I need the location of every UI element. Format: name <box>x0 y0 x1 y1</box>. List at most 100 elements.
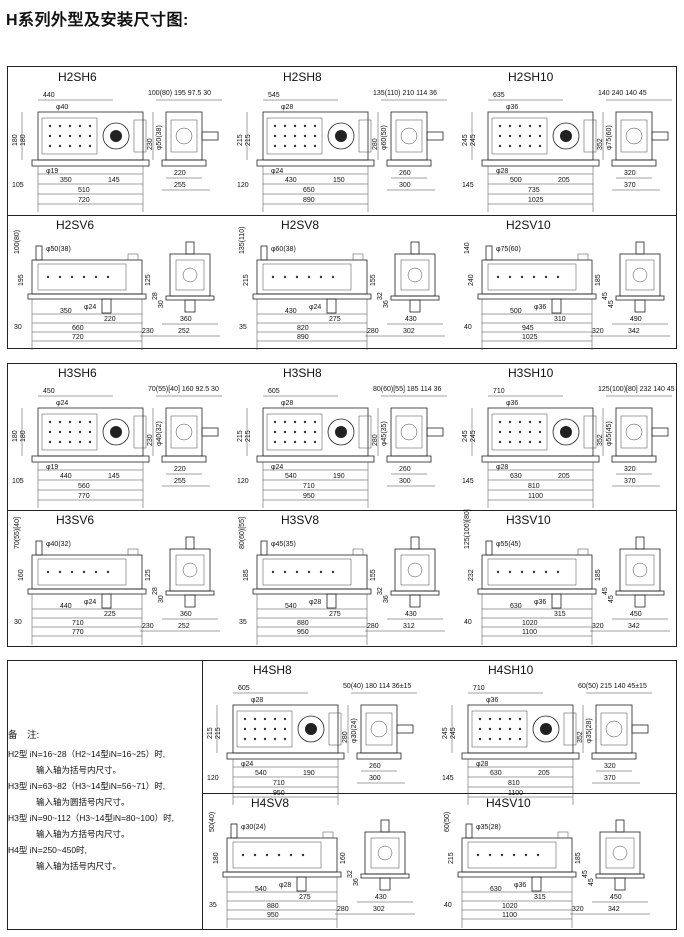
dimension-label: 50(40) 180 114 36±15 <box>343 683 412 690</box>
dimension-label: 36 <box>353 878 360 886</box>
dimension-label: 185 <box>595 569 602 581</box>
drawing-svg <box>477 536 670 645</box>
dimension-label: 320 <box>604 763 616 770</box>
dimension-label: φ24 <box>241 761 254 768</box>
dimension-label: φ50(38) <box>46 246 71 253</box>
h3-panel <box>7 363 677 647</box>
dimension-label: 245 <box>442 727 449 739</box>
dimension-label: 145 <box>462 182 474 189</box>
drawing-label: H2SH6 <box>58 70 97 84</box>
dimension-label: 205 <box>538 770 550 777</box>
dimension-label: φ36 <box>534 304 547 311</box>
dimension-label: 215 <box>215 727 222 739</box>
dimension-label: φ19 <box>46 464 59 471</box>
dimension-label: 320 <box>592 623 604 630</box>
dimension-label: 1020 <box>502 903 518 910</box>
dimension-label: 310 <box>554 316 566 323</box>
dimension-label: 440 <box>43 92 55 99</box>
dimension-label: 100(80) <box>14 229 21 254</box>
dimension-label: 302 <box>373 906 385 913</box>
output-shaft <box>531 876 542 892</box>
dimension-label: φ40(32) <box>46 541 71 548</box>
dimension-label: 70(55)[40] <box>14 517 21 549</box>
note-line: H3型 iN=90~112（H3~14型iN=80~100）时, <box>8 813 174 823</box>
dimension-label: 430 <box>405 611 417 618</box>
dimension-label: 352 <box>597 434 604 446</box>
dimension-label: 155 <box>370 569 377 581</box>
dimension-label: 40 <box>444 902 452 909</box>
dimension-label: 60(50) <box>444 811 451 832</box>
notes-block: 备 注: H2型 iN=16~28（H2~14型iN=16~25）时,输入轴为括… <box>8 728 200 874</box>
dimension-label: 125 <box>145 569 152 581</box>
output-shaft <box>551 298 562 314</box>
side-view-outline <box>165 407 203 457</box>
output-shaft-circle <box>552 418 580 446</box>
drawing-label: H3SV10 <box>506 513 551 527</box>
dimension-label: 280 <box>372 138 379 150</box>
dimension-label: 60(50) 215 140 45±15 <box>578 683 647 690</box>
dimension-label: 720 <box>72 334 84 341</box>
dimension-label: 135(110) <box>239 226 246 254</box>
dimension-label: 160 <box>18 569 25 581</box>
dimension-label: 440 <box>60 603 72 610</box>
dimension-label: 252 <box>178 623 190 630</box>
dimension-label: 560 <box>78 483 90 490</box>
dimension-label: 125 <box>145 274 152 286</box>
dimension-label: 630 <box>490 770 502 777</box>
dimension-label: 1025 <box>528 197 544 204</box>
drawing-svg <box>252 241 445 350</box>
dimension-label: 770 <box>78 493 90 500</box>
h4-row-divider <box>202 793 677 794</box>
output-shaft <box>101 593 112 609</box>
dimension-label: 255 <box>174 182 186 189</box>
drawing-svg <box>451 692 652 805</box>
dimension-label: 32 <box>377 587 384 595</box>
dimension-label: φ24 <box>271 168 284 175</box>
dimension-label: 180 <box>12 430 19 442</box>
dimension-label: 450 <box>43 388 55 395</box>
dimension-label: 315 <box>534 894 546 901</box>
side-view-outline <box>615 407 653 457</box>
dimension-label: 710 <box>473 685 485 692</box>
dimension-label: 45 <box>602 292 609 300</box>
dimension-label: 890 <box>303 197 315 204</box>
dimension-label: 215 <box>237 134 244 146</box>
h4-notes-divider <box>202 660 203 930</box>
dimension-label: 1025 <box>522 334 538 341</box>
dimension-label: 260 <box>399 170 411 177</box>
dimension-label: 650 <box>303 187 315 194</box>
dimension-label: 185 <box>595 274 602 286</box>
dimension-label: 810 <box>508 780 520 787</box>
dimension-label: 820 <box>297 325 309 332</box>
output-shaft-circle <box>102 418 130 446</box>
dimension-label: φ45(35) <box>381 421 388 446</box>
drawing-svg <box>222 819 415 928</box>
dimension-label: 245 <box>470 430 477 442</box>
dimension-label: 180 <box>20 430 27 442</box>
drawing-label: H3SV6 <box>56 513 95 527</box>
dimension-label: φ36 <box>534 599 547 606</box>
dimension-label: 36 <box>383 595 390 603</box>
note-line: H3型 iN=63~82（H3~14型iN=56~71）时, <box>8 781 166 791</box>
dimension-label: 710 <box>303 483 315 490</box>
dimension-label: φ28 <box>309 599 322 606</box>
drawing-label: H2SV8 <box>281 218 320 232</box>
output-shaft-circle <box>327 122 355 150</box>
dimension-label: 1100 <box>508 790 524 797</box>
drawing-label: H2SH10 <box>508 70 554 84</box>
drawing-svg <box>252 536 445 645</box>
dimension-label: 30 <box>158 300 165 308</box>
dimension-label: 275 <box>329 611 341 618</box>
h2-row-divider <box>7 215 677 216</box>
dimension-label: φ36 <box>486 697 499 704</box>
dimension-label: 215 <box>243 274 250 286</box>
dimension-label: 215 <box>448 852 455 864</box>
dimension-label: 120 <box>237 478 249 485</box>
dimension-label: 185 <box>243 569 250 581</box>
